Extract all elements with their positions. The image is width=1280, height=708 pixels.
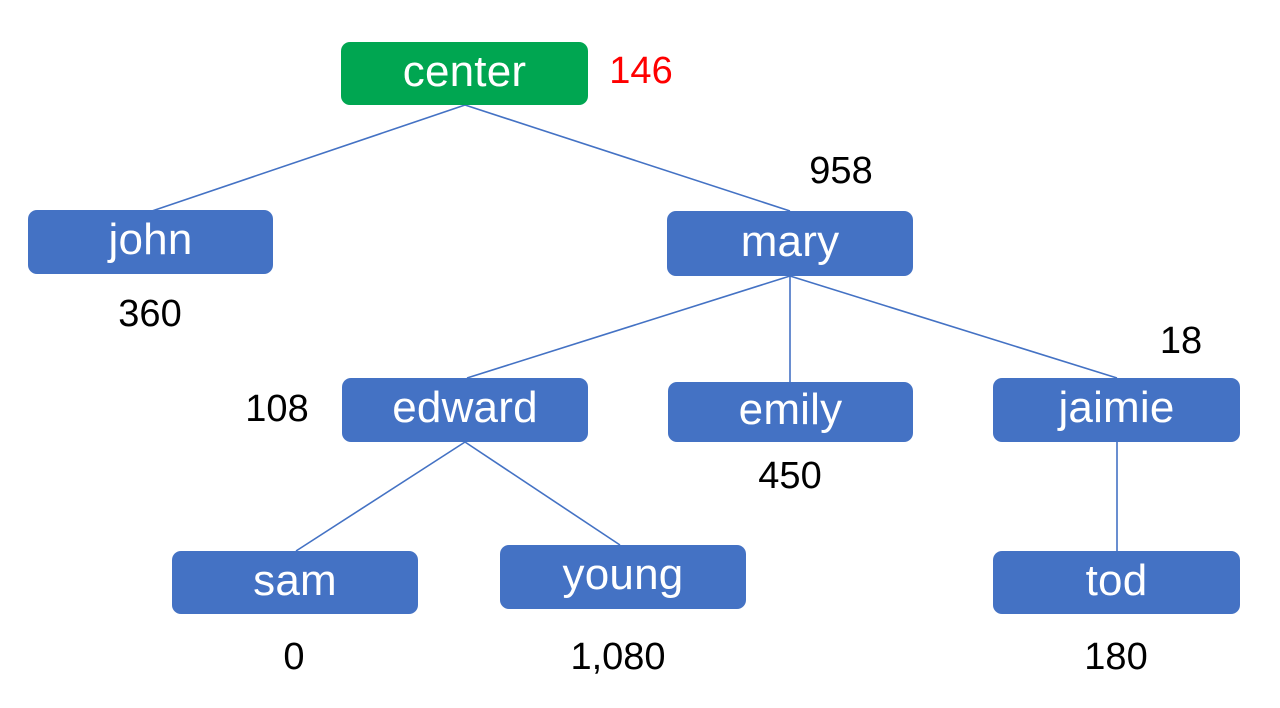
edge-edward-young — [464, 441, 621, 546]
value-label-edward: 108 — [245, 388, 309, 430]
edge-mary-jaimie — [789, 275, 1118, 379]
node-sam[interactable]: sam — [172, 551, 418, 614]
node-edward[interactable]: edward — [342, 378, 588, 442]
node-label-young: young — [562, 550, 684, 599]
node-label-john: john — [108, 215, 193, 264]
edge-center-john — [151, 104, 466, 212]
value-label-center: 146 — [609, 50, 673, 92]
value-label-emily: 450 — [758, 455, 822, 497]
node-label-jaimie: jaimie — [1058, 383, 1175, 432]
node-tod[interactable]: tod — [993, 551, 1240, 614]
edge-center-mary — [464, 104, 791, 212]
value-label-young: 1,080 — [570, 636, 666, 678]
value-label-mary: 958 — [809, 150, 873, 192]
edge-mary-edward — [466, 275, 791, 379]
node-center[interactable]: center — [341, 42, 588, 105]
value-label-tod: 180 — [1084, 636, 1148, 678]
node-mary[interactable]: mary — [667, 211, 913, 276]
node-young[interactable]: young — [500, 545, 746, 609]
node-label-sam: sam — [253, 555, 337, 605]
node-label-center: center — [402, 46, 527, 96]
node-jaimie[interactable]: jaimie — [993, 378, 1240, 442]
node-label-mary: mary — [740, 216, 840, 266]
node-emily[interactable]: emily — [668, 382, 913, 442]
node-label-edward: edward — [392, 383, 538, 432]
node-label-tod: tod — [1085, 555, 1148, 605]
node-john[interactable]: john — [28, 210, 273, 274]
node-label-emily: emily — [738, 385, 843, 434]
value-label-jaimie: 18 — [1159, 320, 1203, 362]
value-label-sam: 0 — [283, 636, 305, 678]
edge-edward-sam — [295, 441, 466, 552]
value-label-john: 360 — [118, 293, 182, 335]
